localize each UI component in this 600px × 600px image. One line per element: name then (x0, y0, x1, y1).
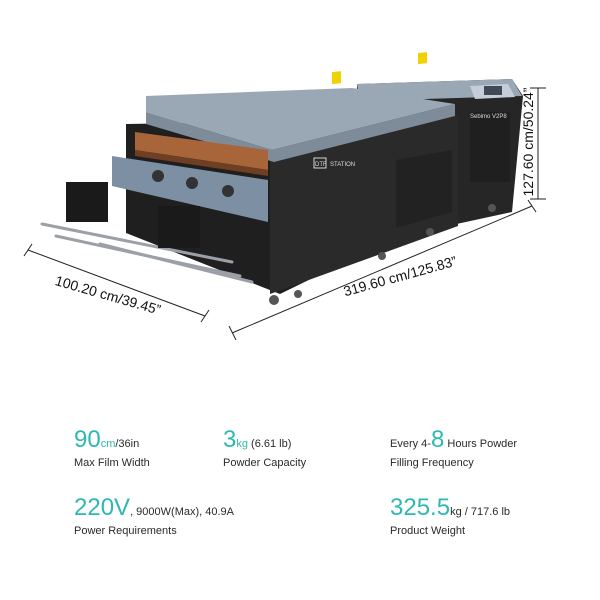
film-width-unit: cm (100, 438, 116, 450)
powder-capacity-value: 3 (223, 426, 237, 453)
filling-frequency-value: 8 (430, 426, 445, 453)
dtf-powder-shaker-machine: Sebimo V2P8 DTF STATION (23, 52, 546, 341)
spec-weight: 325.5kg / 717.6 lb Product Weight (390, 496, 510, 538)
weight-value: 325.5 (390, 494, 451, 521)
power-detail: , 9000W(Max), 40.9A (130, 506, 234, 518)
brand-station-logo: STATION (330, 162, 355, 168)
spec-power: 220V, 9000W(Max), 40.9A Power Requiremen… (74, 496, 234, 538)
filling-frequency-caption: Filling Frequency (390, 457, 474, 469)
spec-powder-capacity: 3kg (6.61 lb) Powder Capacity (223, 428, 306, 470)
spec-film-width: 90cm/36in Max Film Width (74, 428, 150, 470)
film-width-value: 90 (74, 426, 101, 453)
filling-frequency-prefix: Every 4- (390, 438, 431, 450)
film-width-alt: /36in (115, 438, 140, 450)
powder-capacity-caption: Powder Capacity (223, 457, 307, 469)
filling-frequency-suffix: Hours Powder (444, 438, 518, 450)
power-value: 220V (74, 494, 131, 521)
height-dimension: 127.60 cm/50.24” (520, 87, 536, 197)
dimension-lines (23, 87, 546, 341)
weight-alt: / 717.6 lb (461, 506, 511, 518)
product-image: Sebimo V2P8 DTF STATION (23, 52, 546, 341)
weight-unit: kg (450, 506, 462, 518)
spec-filling-frequency: Every 4-8 Hours Powder Filling Frequency (390, 428, 517, 470)
model-label: Sebimo V2P8 (470, 114, 507, 120)
spec-grid: 90cm/36in Max Film Width 3kg (6.61 lb) P… (0, 420, 600, 540)
power-caption: Power Requirements (74, 525, 177, 537)
powder-capacity-alt: (6.61 lb) (247, 438, 292, 450)
film-width-caption: Max Film Width (74, 457, 150, 469)
powder-capacity-unit: kg (236, 438, 248, 450)
weight-caption: Product Weight (390, 525, 466, 537)
brand-dtf-logo: DTF (315, 162, 327, 168)
